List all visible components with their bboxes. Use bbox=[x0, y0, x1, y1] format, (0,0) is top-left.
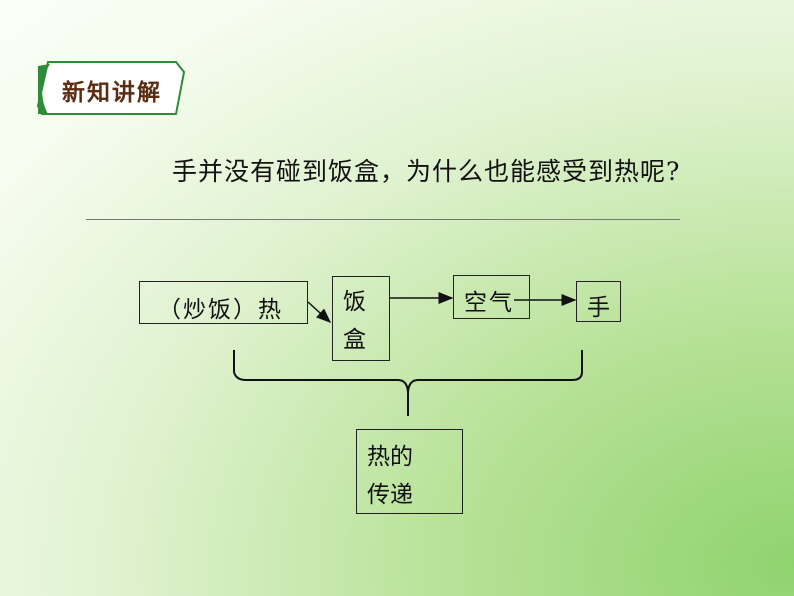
divider-line bbox=[86, 219, 680, 220]
node-lunchbox-line2: 盒 bbox=[343, 327, 366, 353]
section-title: 新知讲解 bbox=[62, 79, 162, 106]
node-hand: 手 bbox=[576, 281, 621, 322]
node-heat-transfer: 热的 传递 bbox=[356, 429, 463, 514]
section-tab: 新知讲解 bbox=[36, 60, 186, 116]
question-text: 手并没有碰到饭盒，为什么也能感受到热呢? bbox=[172, 157, 681, 186]
node-rice-heat-label: （炒饭）热 bbox=[158, 297, 283, 323]
node-heat-transfer-line1: 热的 bbox=[367, 444, 413, 470]
node-hand-label: 手 bbox=[587, 295, 610, 321]
node-air-label: 空气 bbox=[464, 290, 514, 316]
bracket-brace bbox=[233, 350, 583, 416]
node-lunchbox-line1: 饭 bbox=[343, 289, 366, 315]
node-air: 空气 bbox=[453, 275, 530, 319]
node-rice-heat: （炒饭）热 bbox=[139, 281, 308, 324]
node-heat-transfer-line2: 传递 bbox=[367, 482, 413, 508]
section-tab-frame bbox=[36, 61, 186, 115]
node-lunchbox: 饭 盒 bbox=[332, 276, 390, 361]
arrow-rice-to-box bbox=[307, 301, 332, 324]
